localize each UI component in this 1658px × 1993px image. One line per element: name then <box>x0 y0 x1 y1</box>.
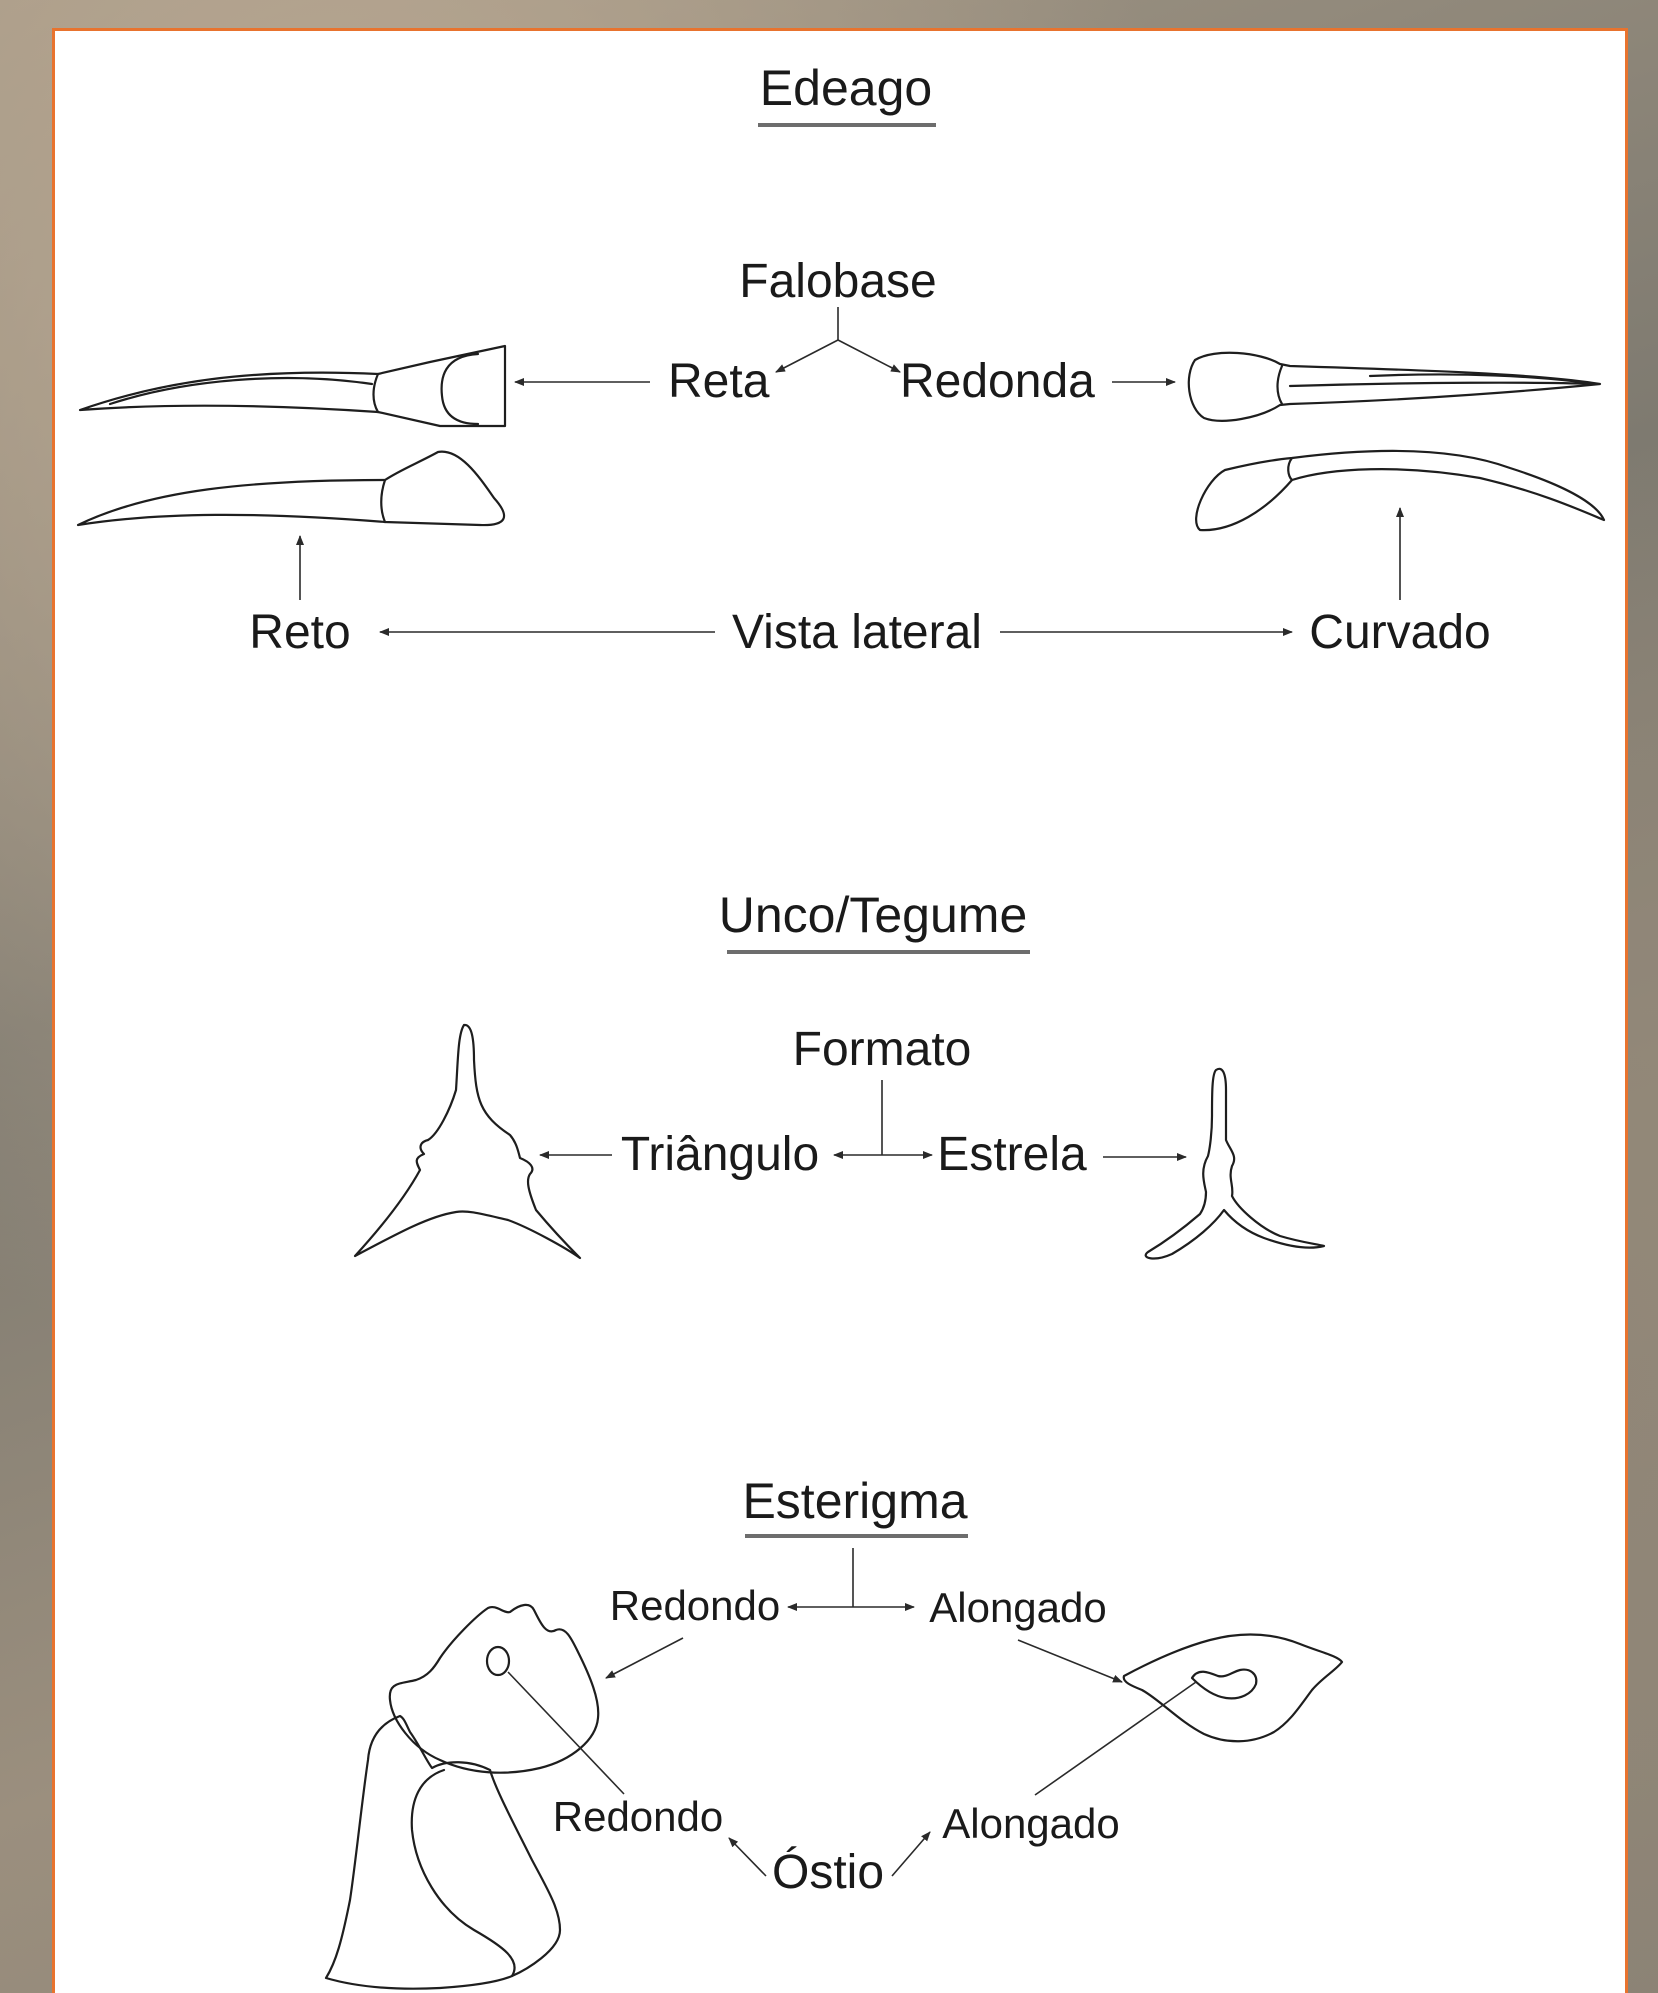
ostio-to-alongado-arrow <box>892 1832 930 1876</box>
ostio-redondo-label: Redondo <box>553 1793 723 1840</box>
falobase-label: Falobase <box>739 255 936 308</box>
lateral-reto-drawing <box>78 452 504 525</box>
estrela-drawing <box>1146 1069 1324 1259</box>
ostio-alongado-label: Alongado <box>942 1800 1120 1847</box>
esterigma-alongado-drawing <box>1124 1634 1342 1741</box>
formato-label: Formato <box>793 1023 972 1076</box>
falobase-to-reta-arrow <box>776 340 838 372</box>
ostio-alongado-pointer <box>1035 1682 1196 1795</box>
redonda-label: Redonda <box>900 355 1095 408</box>
reto-label: Reto <box>249 606 350 659</box>
esterigma-title: Esterigma <box>742 1473 967 1529</box>
triangulo-drawing <box>355 1025 580 1258</box>
alongado-to-shape-arrow <box>1018 1640 1122 1682</box>
section-unco-tegume: Unco/Tegume Formato Triângulo Estrela <box>355 887 1324 1258</box>
ostio-to-redondo-arrow <box>729 1838 766 1876</box>
falobase-redonda-drawing <box>1189 353 1600 421</box>
reta-label: Reta <box>668 355 770 408</box>
curvado-label: Curvado <box>1309 606 1490 659</box>
ostio-redondo-pointer <box>508 1672 624 1794</box>
edeago-title: Edeago <box>760 60 932 116</box>
alongado-label: Alongado <box>929 1584 1107 1631</box>
section-esterigma: Esterigma Redondo Alongado Redondo Óstio… <box>326 1473 1342 1989</box>
unco-title: Unco/Tegume <box>719 887 1028 943</box>
triangulo-label: Triângulo <box>621 1128 819 1181</box>
section-edeago: Edeago Falobase Reta Redonda <box>78 60 1604 659</box>
falobase-reta-drawing <box>80 346 505 426</box>
falobase-to-redonda-arrow <box>838 340 900 372</box>
ostio-label: Óstio <box>772 1845 884 1899</box>
redondo-to-shape-arrow <box>606 1638 683 1678</box>
estrela-label: Estrela <box>937 1128 1087 1181</box>
redondo-label: Redondo <box>610 1582 780 1629</box>
vista-lateral-label: Vista lateral <box>732 606 982 659</box>
